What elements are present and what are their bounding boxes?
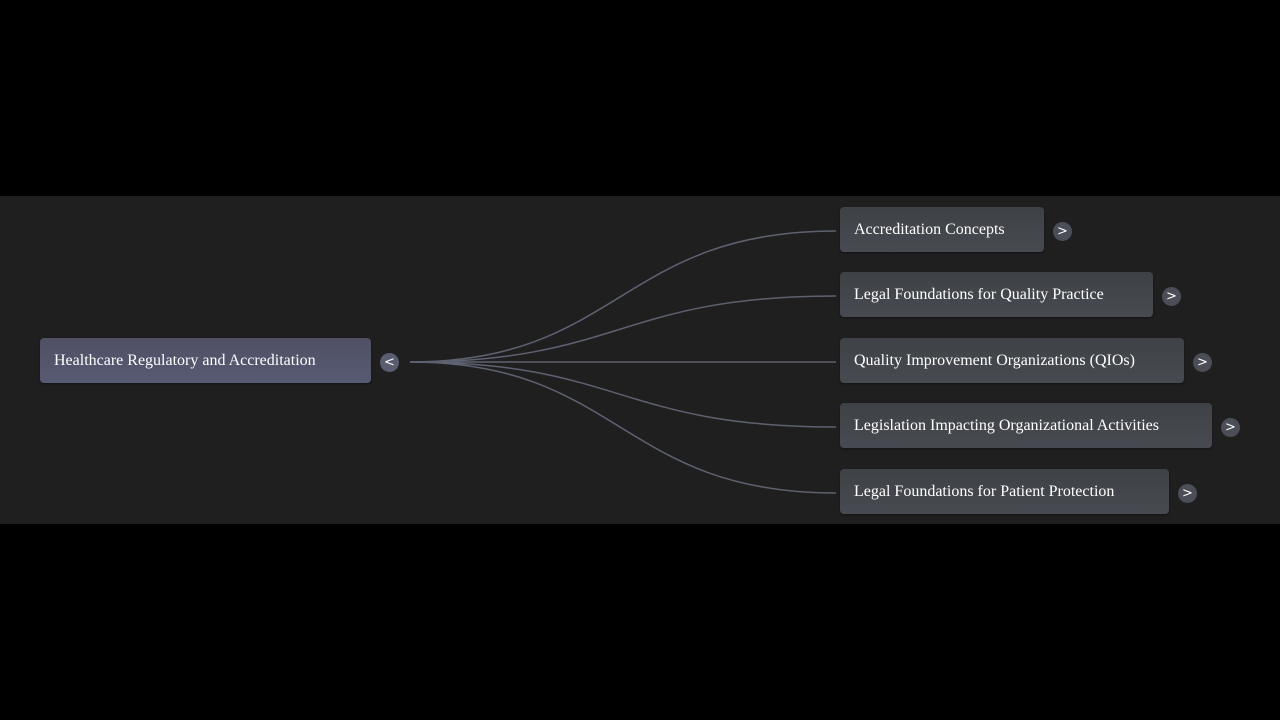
child-node-legal-foundations-patient[interactable]: Legal Foundations for Patient Protection (840, 469, 1169, 514)
collapse-toggle-root[interactable]: < (380, 353, 399, 372)
connector-legal-foundations-quality (409, 295, 837, 363)
connector-legal-foundations-patient (409, 361, 837, 494)
expand-toggle-legal-foundations-quality[interactable]: > (1162, 287, 1181, 306)
child-node-accreditation-concepts[interactable]: Accreditation Concepts (840, 207, 1044, 252)
connector-legislation (409, 361, 837, 428)
child-node-legal-foundations-quality[interactable]: Legal Foundations for Quality Practice (840, 272, 1153, 317)
child-node-legislation[interactable]: Legislation Impacting Organizational Act… (840, 403, 1212, 448)
expand-toggle-qios[interactable]: > (1193, 353, 1212, 372)
root-node[interactable]: Healthcare Regulatory and Accreditation (40, 338, 371, 383)
connector-accreditation-concepts (409, 230, 837, 363)
expand-toggle-legislation[interactable]: > (1221, 418, 1240, 437)
connector-layer (409, 230, 837, 494)
expand-toggle-legal-foundations-patient[interactable]: > (1178, 484, 1197, 503)
child-node-qios[interactable]: Quality Improvement Organizations (QIOs) (840, 338, 1184, 383)
mindmap-canvas: Healthcare Regulatory and Accreditation … (0, 196, 1280, 524)
expand-toggle-accreditation-concepts[interactable]: > (1053, 222, 1072, 241)
